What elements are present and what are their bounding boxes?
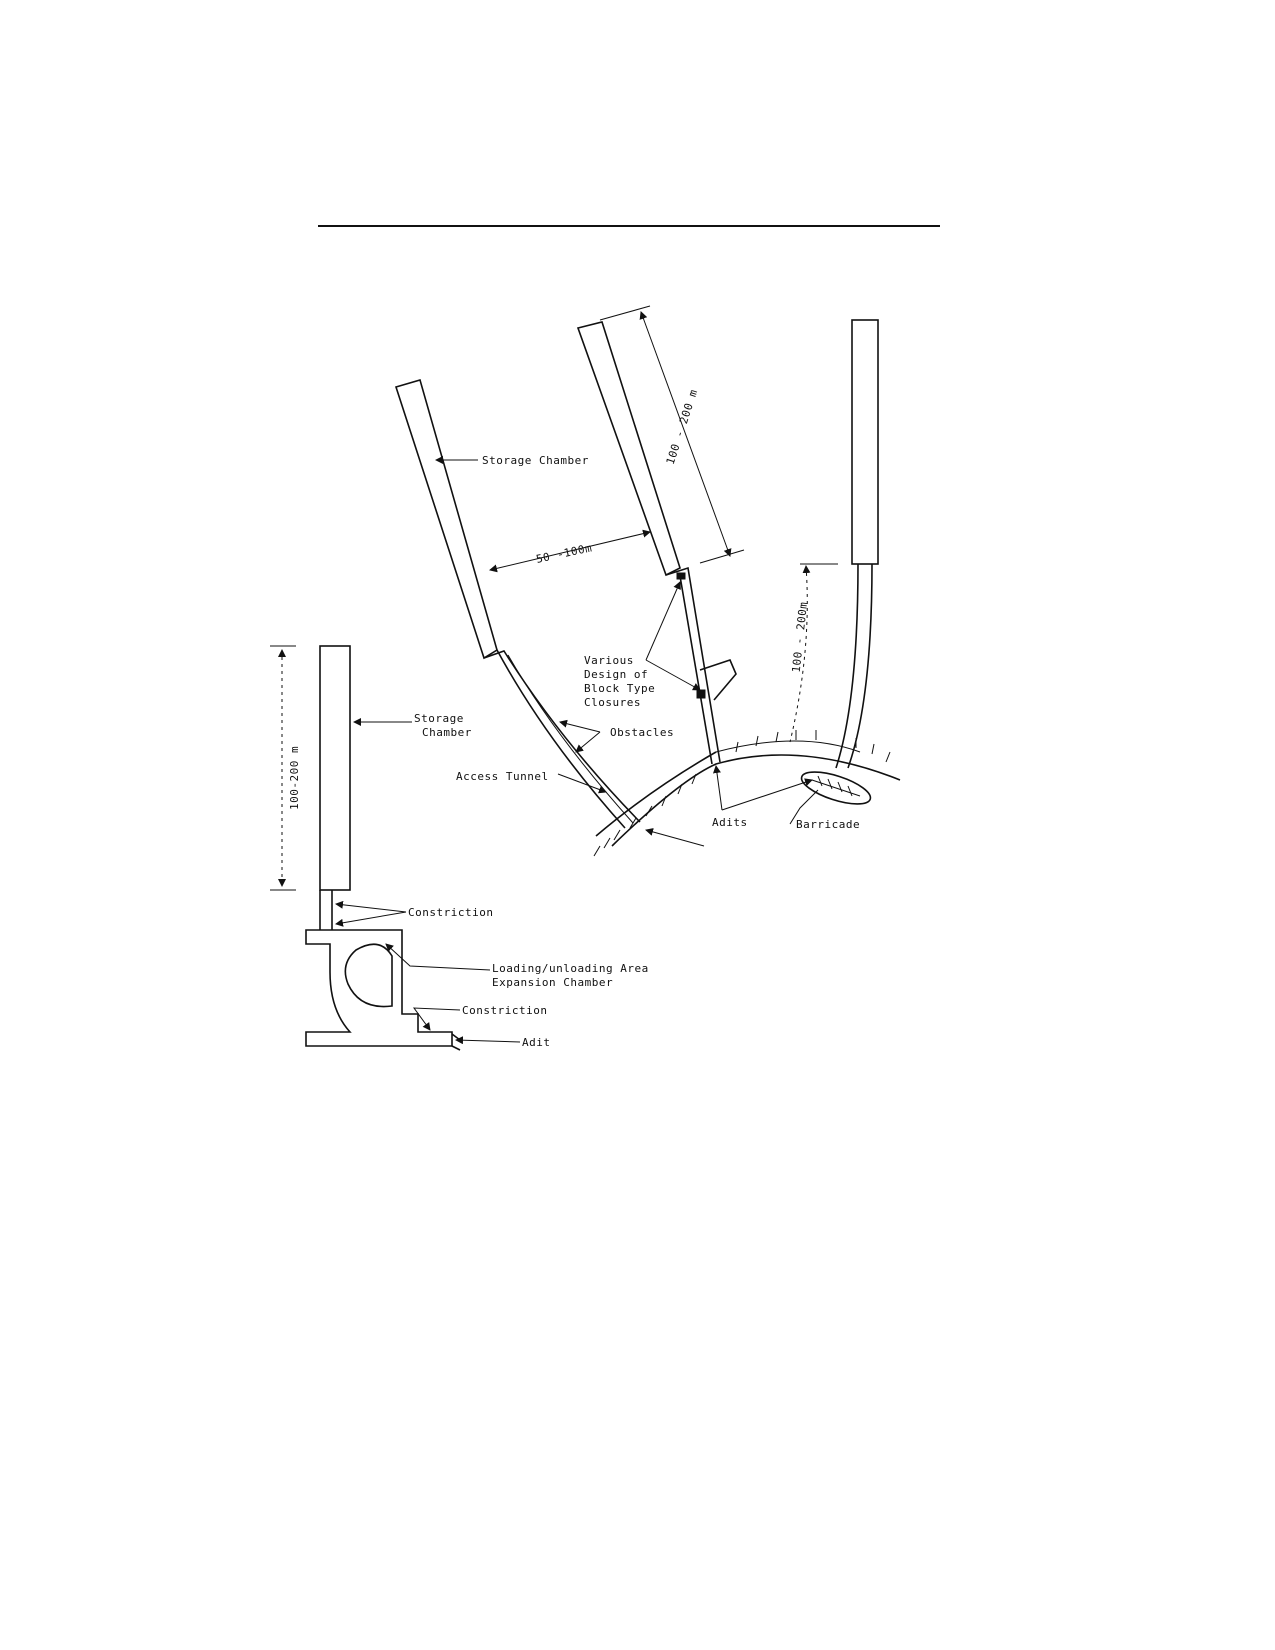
storage-chamber-lower-left [305, 645, 461, 1051]
label-storage-chamber-top: Storage Chamber [482, 454, 589, 467]
label-constriction-bottom: Constriction [462, 1004, 547, 1017]
block-closure-lower [696, 689, 706, 699]
dimension-100-200-top [599, 305, 745, 564]
label-closures-4: Closures [584, 696, 641, 709]
label-loading-2: Expansion Chamber [492, 976, 613, 989]
dimension-100-200-left [270, 645, 296, 891]
label-closures-1: Various [584, 654, 634, 667]
label-loading-1: Loading/unloading Area [492, 962, 649, 975]
label-obstacles: Obstacles [610, 726, 674, 739]
storage-chamber-right [835, 319, 879, 769]
barricade-shape [800, 771, 872, 805]
leaders-left-figure [335, 718, 521, 1045]
label-access-tunnel: Access Tunnel [456, 770, 549, 783]
label-adit: Adit [522, 1036, 551, 1049]
label-storage-left-1: Storage [414, 712, 464, 725]
leaders-right-figure [435, 456, 819, 847]
storage-chamber-left-upper [394, 379, 641, 829]
label-constriction-top: Constriction [408, 906, 493, 919]
label-dim-100-200-left: 100-200 m [288, 746, 301, 810]
dimension-100-200-right [789, 563, 838, 743]
label-storage-left-2: Chamber [422, 726, 472, 739]
label-closures-3: Block Type [584, 682, 655, 695]
label-closures-2: Design of [584, 668, 648, 681]
dimension-50-100 [489, 529, 651, 573]
label-dim-50-100: 50 -100m [535, 541, 593, 566]
label-dim-100-200-top: 100 - 200 m [664, 388, 701, 467]
ground-surface [593, 730, 901, 857]
block-closure-upper [676, 572, 686, 580]
label-barricade: Barricade [796, 818, 860, 831]
label-adits: Adits [712, 816, 748, 829]
storage-chamber-middle [576, 321, 737, 765]
label-dim-100-200-right: 100 - 200m [790, 601, 810, 673]
